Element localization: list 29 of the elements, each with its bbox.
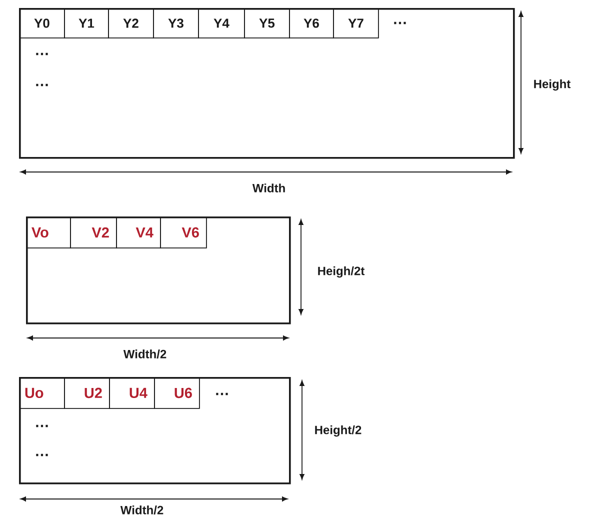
pixel-cell: U4 [109,377,155,409]
pixel-cell: Y0 [19,8,65,38]
ellipsis: … [36,454,48,456]
ellipsis: … [216,392,228,396]
pixel-cell: Vo [26,216,71,248]
plane-frame [26,216,291,324]
pixel-cell: V6 [160,216,207,248]
pixel-cell: Y4 [198,8,245,38]
pixel-cell: Y7 [333,8,379,38]
ellipsis: … [394,22,406,24]
dimension-label: Width/2 [120,506,164,514]
pixel-cell: Y5 [244,8,290,38]
dimension-label: Width/2 [123,350,166,358]
pixel-cell: U6 [154,377,200,409]
pixel-cell: U2 [64,377,110,409]
dimension-label: Height [534,79,571,91]
pixel-cell: V4 [116,216,161,248]
ellipsis: … [36,424,48,428]
pixel-cell: Y3 [153,8,199,38]
dimension-label: Height/2 [315,425,362,437]
ellipsis: … [36,52,48,56]
pixel-cell: Uo [19,377,65,409]
pixel-cell: Y6 [289,8,334,38]
pixel-cell: Y2 [108,8,154,38]
ellipsis: … [36,84,48,86]
dimension-label: Heigh/2t [318,266,365,278]
pixel-cell: Y1 [64,8,109,38]
dimension-label: Width [252,184,285,192]
pixel-cell: V2 [70,216,117,248]
